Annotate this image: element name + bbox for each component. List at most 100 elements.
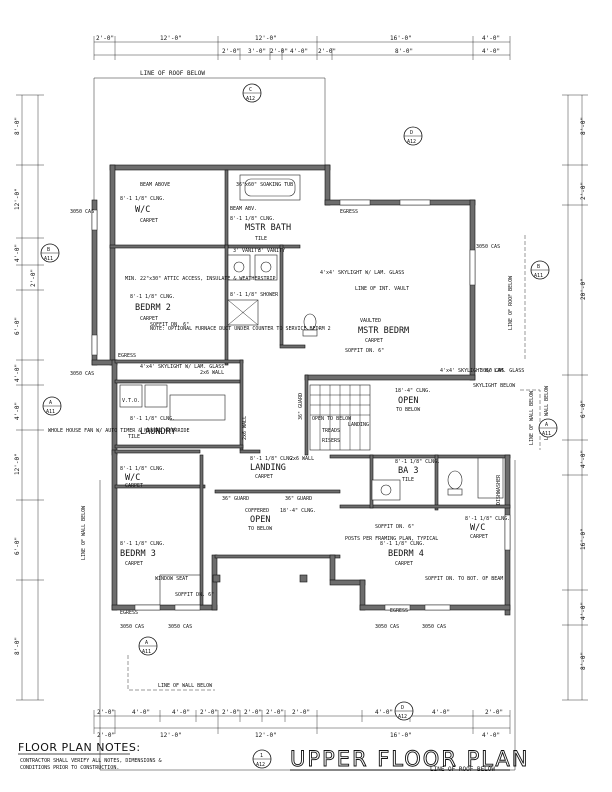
coffered: COFFERED — [245, 508, 269, 514]
dim-top-2: 4'-0" — [290, 48, 308, 55]
open-right-clg: 18'-4" CLNG. — [395, 388, 431, 394]
section-marker: D A12 — [403, 126, 423, 146]
soaking-tub: 36"x60" SOAKING TUB — [236, 182, 293, 188]
section-marker: A A11 — [138, 636, 158, 656]
open-right-label: OPEN — [398, 396, 418, 406]
dim-top-2: 2'-0" — [318, 48, 336, 55]
dim-left: 2'-0" — [30, 269, 37, 287]
drawing-title: UPPER FLOOR PLAN — [290, 747, 530, 771]
dim-top-2: 2'-0" — [270, 48, 288, 55]
master-bedroom-vaulted: VAULTED — [360, 318, 381, 324]
dim-bottom-1: 2'-0" — [292, 709, 310, 716]
laundry-sub: TILE — [128, 434, 140, 440]
wall-2x6-b: 2x6 WALL — [290, 456, 314, 462]
skylight-3: 4'x4' SKYLIGHT W/ LAM. GLASS — [440, 368, 524, 374]
open-center-label: OPEN — [250, 515, 270, 525]
skylight-1: 4'x4' SKYLIGHT W/ LAM. GLASS — [320, 270, 404, 276]
guard-stair: 36" GUARD — [298, 393, 304, 420]
ba3-clg: 8'-1 1/8" CLNG. — [395, 459, 440, 465]
dim-left: 4'-0" — [14, 364, 21, 382]
section-marker: A A11 — [42, 396, 62, 416]
master-bath-sub: TILE — [255, 236, 267, 242]
wic-right-sub: CARPET — [470, 534, 488, 540]
svg-text:A11: A11 — [46, 409, 55, 415]
window-tag: 3050 CAS — [70, 371, 94, 377]
master-bedroom-sub: CARPET — [365, 338, 383, 344]
dim-bottom-1: 2'-0" — [266, 709, 284, 716]
egress-1: EGRESS — [340, 209, 358, 215]
dim-top-1: 16'-0" — [390, 35, 412, 42]
soffit-beam: SOFFIT DN. TO BOT. OF BEAM — [425, 576, 503, 582]
dim-bottom-1: 2'-0" — [222, 709, 240, 716]
dim-bottom-2: 4'-0" — [482, 732, 500, 739]
bedroom2-clg: 8'-1 1/8" CLNG. — [130, 294, 175, 300]
vanity-2: 3' VANITY — [258, 248, 285, 254]
dim-bottom-1: 4'-0" — [132, 709, 150, 716]
line-vault: LINE OF INT. VAULT — [355, 286, 409, 292]
open-right-sub: TO BELOW — [396, 407, 421, 413]
soffit-master: SOFFIT DN. 6" — [345, 348, 384, 354]
dim-bottom-2: 2'-0" — [97, 732, 115, 739]
svg-text:A12: A12 — [246, 96, 255, 102]
dim-right: 6'-0" — [580, 400, 587, 418]
svg-text:A: A — [49, 400, 52, 406]
furnace-note: NOTE: OPTIONAL FURNACE DUCT UNDER COUNTE… — [150, 326, 331, 332]
open-to-below-stair: OPEN TO BELOW — [312, 416, 352, 422]
shower: 8'-1 1/8" SHOWER — [230, 292, 279, 298]
landing-clg: 8'-1 1/8" CLNG. — [250, 456, 295, 462]
dim-left: 12'-0" — [14, 188, 21, 210]
section-markers: C A12 D A12 B A11 B A11 A A11 — [40, 83, 558, 769]
treads: TREADS — [322, 428, 340, 434]
dim-right: 8'-0" — [580, 652, 587, 670]
ba3-label: BA 3 — [398, 466, 418, 476]
clng-center: 18'-4" CLNG. — [280, 508, 316, 514]
svg-text:D: D — [410, 130, 413, 136]
svg-text:A11: A11 — [534, 273, 543, 279]
window-tag: 3050 CAS — [480, 368, 504, 374]
section-marker: B A11 — [40, 243, 60, 263]
dim-left: 8'-0" — [14, 637, 21, 655]
wic-top-sub: CARPET — [140, 218, 158, 224]
wall-below-label-bottom: LINE OF WALL BELOW — [158, 683, 213, 689]
fixtures — [119, 174, 504, 606]
svg-text:1: 1 — [260, 753, 263, 759]
dim-top-2: 4'-0" — [482, 48, 500, 55]
soffit-bedroom3: SOFFIT DN. 6" — [175, 592, 214, 598]
dim-top-2: 2'-0" — [222, 48, 240, 55]
bedroom3-sub: CARPET — [125, 561, 143, 567]
dim-top-1: 4'-0" — [482, 35, 500, 42]
svg-text:A11: A11 — [142, 649, 151, 655]
dim-left: 12'-0" — [14, 453, 21, 475]
dim-bottom-1: 2'-0" — [97, 709, 115, 716]
wall-2x6: 2x6 WALL — [200, 370, 224, 376]
dim-bottom-1: 2'-0" — [485, 709, 503, 716]
bedroom4-label: BEDRM 4 — [388, 549, 424, 559]
dim-right: 4'-0" — [580, 450, 587, 468]
landing-stair: LANDING — [348, 422, 369, 428]
skylight-2: 4'x4' SKYLIGHT W/ LAM. GLASS — [140, 364, 224, 370]
dishwasher: DISHWASHER — [496, 474, 502, 505]
window-seat: WINDOW SEAT — [155, 576, 188, 582]
dim-bottom-2: 12'-0" — [160, 732, 182, 739]
dim-bottom-1: 2'-0" — [244, 709, 262, 716]
wall-below-label-right: LINE OF WALL BELOW — [529, 390, 535, 445]
wic-left-sub: CARPET — [125, 483, 143, 489]
svg-text:A11: A11 — [44, 256, 53, 262]
window-tag: 3050 CAS — [375, 624, 399, 630]
vanity-1: 3' VANITY — [233, 248, 260, 254]
notes-line-1: CONTRACTOR SHALL VERIFY ALL NOTES, DIMEN… — [20, 758, 161, 764]
dim-left: 6'-0" — [14, 537, 21, 555]
beam-above: BEAM ABOVE — [140, 182, 170, 188]
window-tag: 3050 CAS — [476, 244, 500, 250]
window-tag: 3050 CAS — [422, 624, 446, 630]
section-marker: C A12 — [242, 83, 262, 103]
dim-right: 2'-0" — [580, 182, 587, 200]
whole-house-fan: WHOLE HOUSE FAN W/ AUTO TIMER & MANUAL O… — [48, 428, 189, 434]
guard-2: 36" GUARD — [285, 496, 312, 502]
wic-top-clg: 8'-1 1/8" CLNG. — [120, 196, 165, 202]
bedroom3-clg: 8'-1 1/8" CLNG. — [120, 541, 165, 547]
notes-line-2: CONDITIONS PRIOR TO CONSTRUCTION. — [20, 765, 119, 771]
attic-access: MIN. 22"x30" ATTIC ACCESS, INSULATE & WE… — [125, 276, 276, 282]
laundry-clg: 8'-1 1/8" CLNG. — [130, 416, 175, 422]
svg-text:A11: A11 — [542, 431, 551, 437]
